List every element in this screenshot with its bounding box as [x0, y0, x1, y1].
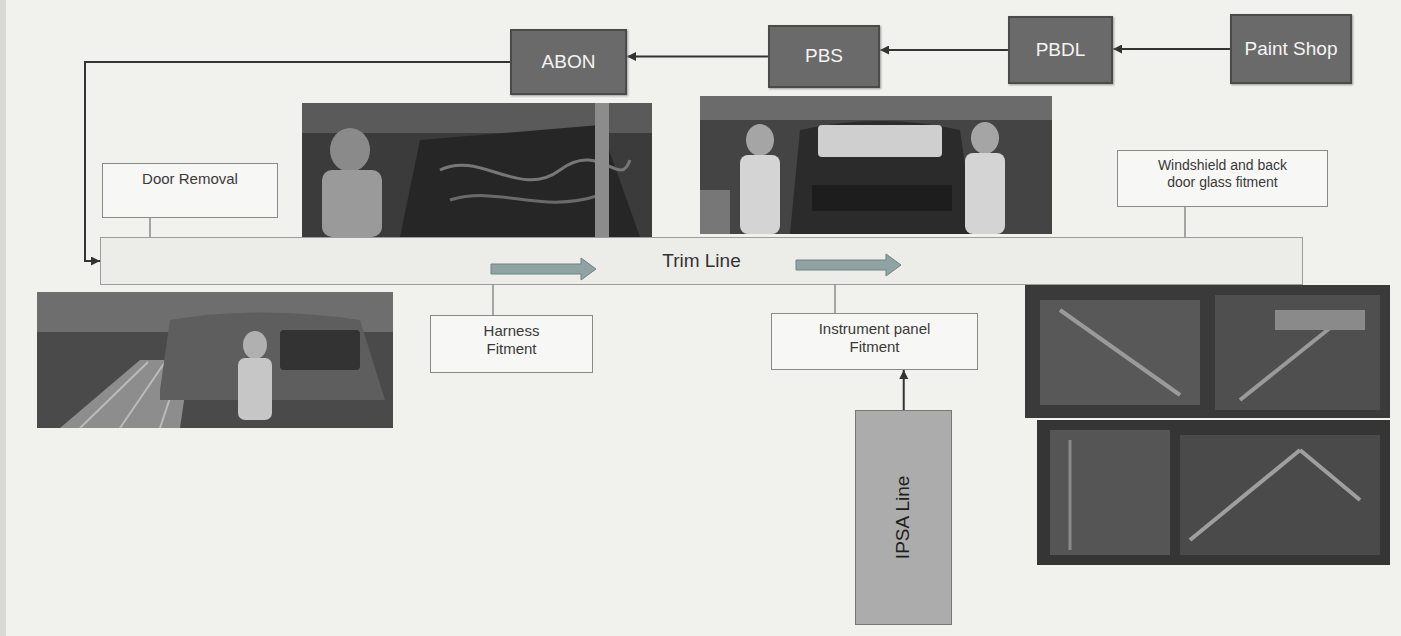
photo-ground — [700, 96, 1052, 234]
flow-arrow — [627, 56, 768, 58]
node-text: Paint Shop — [1245, 38, 1338, 61]
node-text: Windshield and back door glass fitment — [1153, 157, 1293, 191]
factory-photo — [302, 103, 652, 237]
node-text: Harness Fitment — [462, 322, 562, 358]
process-box: Paint Shop — [1230, 14, 1352, 84]
photo-ground — [37, 292, 393, 428]
factory-photo — [700, 96, 1052, 234]
robot-cell — [1050, 430, 1170, 555]
flow-arrow — [903, 370, 905, 410]
callout-pointer — [492, 285, 494, 315]
windshield-opening — [818, 125, 942, 157]
floor-stripe — [80, 362, 148, 428]
robot-arm — [1240, 320, 1340, 400]
worker-body — [965, 153, 1005, 234]
callout-pointer — [1184, 207, 1186, 237]
photo-ground — [1025, 285, 1390, 418]
callout-box: Door Removal — [102, 163, 278, 218]
car-window — [280, 330, 360, 370]
glass-panel — [1275, 310, 1365, 330]
callout-box: Windshield and back door glass fitment — [1117, 150, 1328, 207]
node-text: Door Removal — [142, 170, 238, 188]
worker-head — [971, 122, 999, 154]
flow-arrow — [1113, 48, 1230, 50]
flow-arrow — [880, 49, 1008, 51]
process-box: PBDL — [1008, 16, 1113, 84]
node-text: Trim Line — [662, 250, 740, 273]
pillar — [595, 103, 609, 237]
node-text: PBS — [805, 45, 843, 68]
wire-bundle — [450, 195, 600, 202]
node-text: ABON — [542, 51, 596, 74]
flow-arrow — [85, 62, 510, 261]
callout-box: Harness Fitment — [430, 315, 593, 373]
worker-head — [243, 331, 267, 359]
callout-pointer — [149, 218, 151, 237]
node-text: Instrument panel Fitment — [795, 320, 955, 356]
robot-cell — [1180, 435, 1380, 555]
connector-layer — [85, 49, 1230, 410]
photo-ceiling — [700, 96, 1052, 120]
worker-head — [746, 124, 774, 156]
car-body — [790, 121, 975, 234]
robot-cell — [1215, 295, 1380, 410]
node-text: IPSA Line — [892, 476, 915, 559]
worker-body — [238, 358, 272, 420]
frame-post — [1069, 440, 1072, 550]
callout-pointer — [834, 285, 836, 313]
node-text: PBDL — [1036, 39, 1086, 62]
worker-head — [330, 128, 370, 172]
flow-arrow — [796, 254, 901, 276]
robot-arm — [1190, 450, 1300, 540]
factory-photo — [37, 292, 393, 428]
feeder-line-box: IPSA Line — [855, 410, 952, 625]
worker-body — [740, 155, 780, 234]
process-box: PBS — [768, 25, 880, 88]
robot-arm — [1060, 310, 1180, 395]
floor-stripe — [120, 362, 165, 428]
process-box: ABON — [510, 29, 627, 95]
robot-cell — [1040, 300, 1200, 405]
callout-box: Instrument panel Fitment — [771, 313, 978, 370]
worker-body — [322, 170, 382, 237]
paper-edge — [0, 0, 6, 636]
photo-ground — [1037, 420, 1390, 565]
car-body — [160, 313, 385, 401]
stairs — [700, 190, 730, 234]
robot-arm — [1300, 450, 1360, 500]
factory-photo — [1025, 285, 1390, 565]
photo-ground — [302, 103, 652, 237]
dashboard — [812, 185, 952, 211]
flow-arrow — [491, 258, 596, 280]
line-band: Trim Line — [100, 237, 1303, 285]
